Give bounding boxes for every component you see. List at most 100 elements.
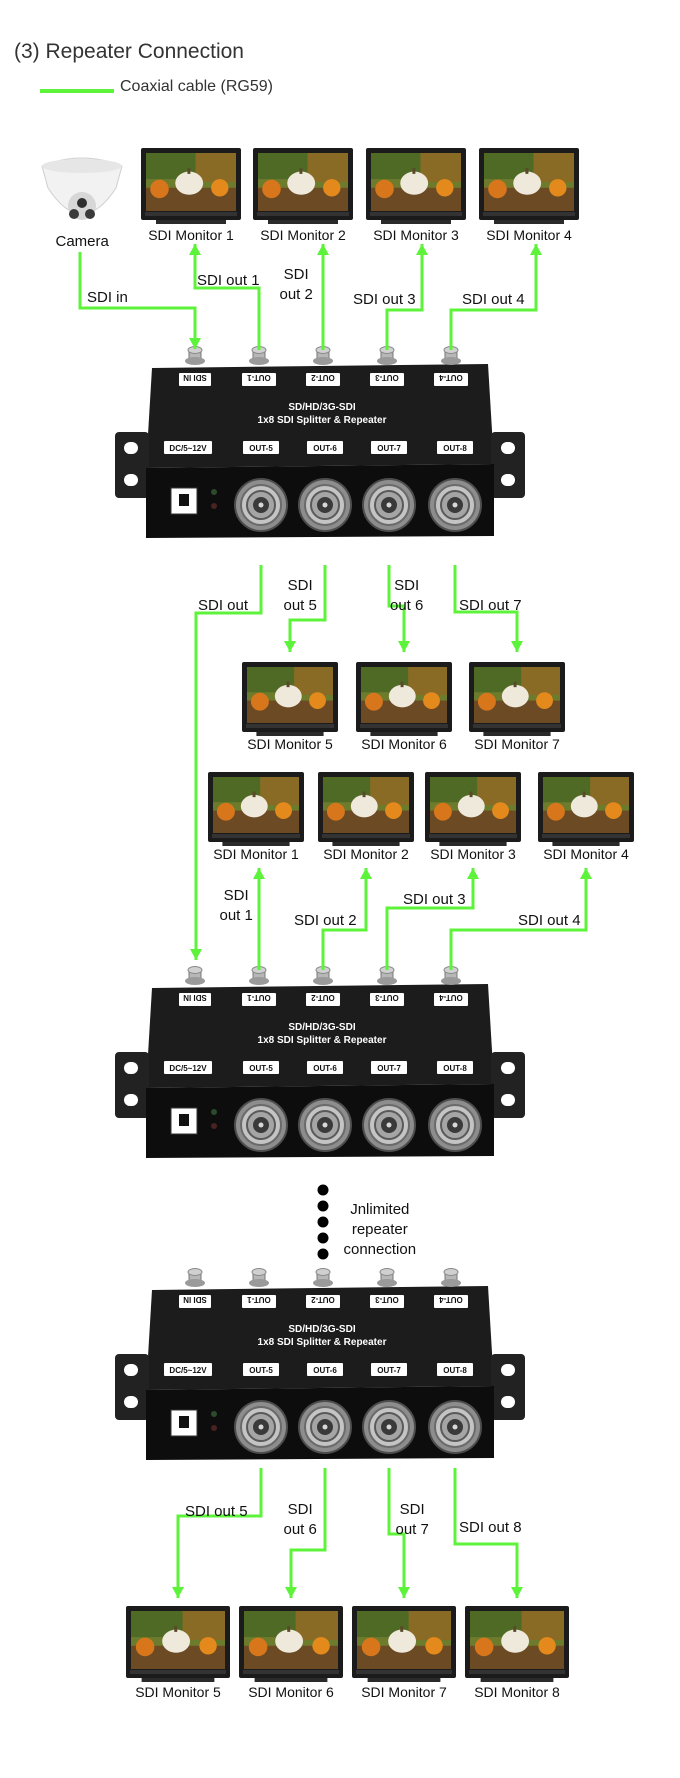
bnc-base xyxy=(313,977,333,985)
cable-arrow xyxy=(189,244,201,255)
monitor xyxy=(425,772,521,846)
top-bnc-connector xyxy=(249,1268,269,1287)
monitor xyxy=(538,772,634,846)
monitor-buttons xyxy=(429,834,517,838)
monitor-buttons xyxy=(246,724,334,728)
screen-white-pumpkin xyxy=(570,794,598,818)
screen-white-pumpkin xyxy=(275,1629,304,1653)
screen-white-pumpkin xyxy=(162,1629,191,1653)
monitor-buttons xyxy=(370,212,462,216)
sdi-in-label: SDI IN xyxy=(183,1295,207,1304)
top-port-label-box xyxy=(306,373,340,386)
screen-white-pumpkin xyxy=(240,794,268,818)
camera-icon xyxy=(41,157,123,220)
front-bnc-connector xyxy=(298,478,352,532)
bnc-base xyxy=(441,1279,461,1287)
top-port-label-box xyxy=(370,373,404,386)
continuation-dot xyxy=(317,1248,329,1260)
front-port-label: OUT-7 xyxy=(377,444,401,453)
front-port-label: OUT-6 xyxy=(313,444,337,453)
top-port-label: OUT-4 xyxy=(439,373,463,382)
screen-orange-pumpkin xyxy=(364,692,383,711)
screen-white-pumpkin xyxy=(388,1629,417,1653)
screen-stem xyxy=(187,168,191,174)
screen-stem xyxy=(287,1626,291,1632)
cable-arrow xyxy=(511,641,523,652)
front-port-label-box xyxy=(307,1363,343,1376)
monitor-buttons xyxy=(145,212,237,216)
page-title: (3) Repeater Connection xyxy=(14,40,244,63)
front-port-label: OUT-8 xyxy=(443,444,467,453)
top-port-label: OUT-1 xyxy=(247,993,271,1002)
cable-arrow xyxy=(416,244,428,255)
front-port-label: OUT-5 xyxy=(249,444,273,453)
monitor-stand xyxy=(332,842,400,846)
bnc-pin xyxy=(258,1122,264,1128)
mount-ear-left xyxy=(115,1354,149,1420)
front-bnc-connector xyxy=(428,478,482,532)
screen-orange-pumpkin xyxy=(477,692,496,711)
mount-ear-right xyxy=(491,1052,525,1118)
screen-white-pumpkin xyxy=(457,794,485,818)
power-label-box xyxy=(164,441,212,454)
screen-orange-pumpkin xyxy=(375,179,394,199)
screen-stem xyxy=(400,681,404,688)
bnc-base xyxy=(441,977,461,985)
cable-arrow xyxy=(253,868,265,879)
device-model-line2: 1x8 SDI Splitter & Repeater xyxy=(258,1035,387,1046)
top-port-label: OUT-2 xyxy=(311,1295,335,1304)
screen-stem xyxy=(174,1626,178,1632)
device-model-line1: SD/HD/3G-SDI xyxy=(288,402,355,413)
monitor xyxy=(352,1606,456,1682)
monitor-stand xyxy=(370,732,438,736)
front-port-label-box xyxy=(371,1363,407,1376)
top-port-label: OUT-1 xyxy=(247,1295,271,1304)
front-port-label-box xyxy=(437,441,473,454)
camera-ir xyxy=(69,209,79,219)
status-led xyxy=(211,489,217,495)
cable-label: SDI out 1 xyxy=(197,272,260,289)
mount-hole xyxy=(501,474,515,486)
front-port-label: OUT-6 xyxy=(313,1366,337,1375)
screen-foliage xyxy=(477,777,516,805)
top-port-label-box xyxy=(306,993,340,1006)
screen-orange-pumpkin xyxy=(326,802,345,821)
bnc-base xyxy=(377,977,397,985)
top-port-label-box xyxy=(434,373,468,386)
screen-orange-pumpkin xyxy=(385,802,402,819)
cable-line xyxy=(321,868,368,970)
cable-label: SDI out 2 xyxy=(294,912,357,929)
front-port-label: OUT-5 xyxy=(249,1366,273,1375)
cable-arrow xyxy=(284,641,296,652)
screen-white-pumpkin xyxy=(350,794,378,818)
status-led xyxy=(211,1123,217,1129)
sdi-in-label: SDI IN xyxy=(183,993,207,1002)
bnc-top xyxy=(187,1268,203,1276)
monitor-label: SDI Monitor 3 xyxy=(430,846,516,862)
monitor xyxy=(465,1606,569,1682)
cable-arrow xyxy=(190,949,202,960)
monitor xyxy=(141,148,241,224)
front-port-label-box xyxy=(243,441,279,454)
screen-orange-pumpkin xyxy=(423,692,440,709)
screen-stem xyxy=(582,791,586,798)
continuation-dot xyxy=(317,1216,329,1228)
front-bnc-connector xyxy=(298,1400,352,1454)
cable-out-6 xyxy=(285,1468,327,1598)
mount-hole xyxy=(124,1364,138,1376)
cable-label-sdi-in: SDI in xyxy=(87,289,128,306)
screen-orange-pumpkin xyxy=(488,179,507,199)
screen-stem xyxy=(286,681,290,688)
cable-line xyxy=(387,565,406,652)
mount-hole xyxy=(501,1364,515,1376)
screen-orange-pumpkin xyxy=(211,179,229,197)
screen-foliage xyxy=(370,777,409,805)
front-port-label-box xyxy=(307,1061,343,1074)
cable-label: SDI out 4 xyxy=(462,291,525,308)
device-model-line1: SD/HD/3G-SDI xyxy=(288,1022,355,1033)
front-port-label-box xyxy=(371,441,407,454)
